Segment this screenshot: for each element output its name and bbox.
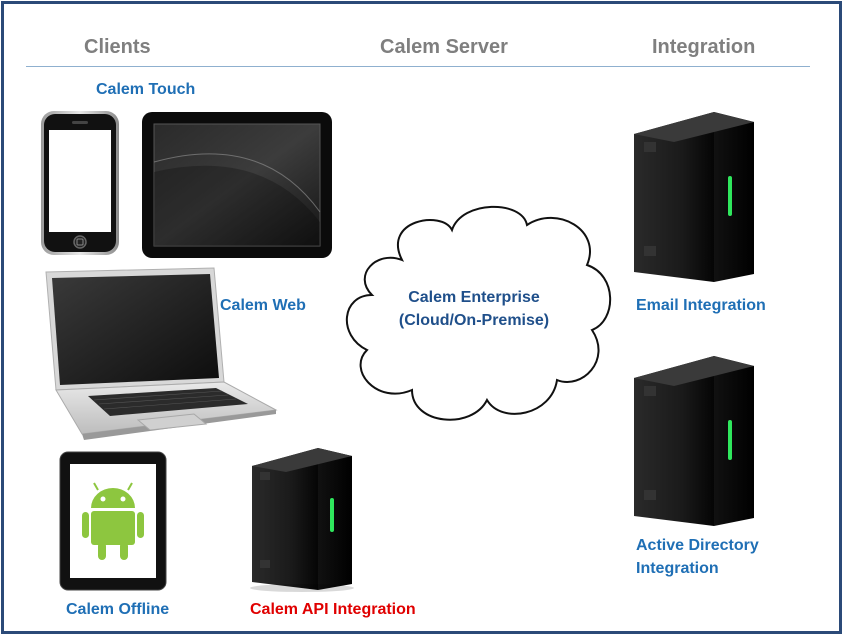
label-cloud-on-premise: (Cloud/On-Premise) (398, 312, 550, 329)
label-email-integration: Email Integration (636, 297, 766, 314)
header-clients: Clients (84, 36, 151, 58)
label-calem-api-integration: Calem API Integration (250, 601, 416, 618)
header-divider (26, 66, 810, 67)
tablet-icon (142, 112, 332, 258)
label-calem-enterprise: Calem Enterprise (408, 289, 540, 306)
cloud-icon (332, 190, 622, 440)
smartphone-icon (40, 110, 120, 256)
label-calem-offline: Calem Offline (66, 601, 170, 618)
server-tower-active-directory-icon (624, 350, 760, 528)
label-calem-web: Calem Web (220, 297, 306, 314)
label-calem-touch: Calem Touch (96, 81, 196, 98)
header-integration: Integration (652, 36, 756, 58)
server-tower-email-icon (624, 106, 760, 284)
label-active-directory: Active Directory (636, 537, 759, 554)
label-active-directory-integration: Integration (636, 560, 719, 577)
android-tablet-icon (58, 450, 168, 592)
laptop-icon (26, 264, 278, 442)
server-tower-api-icon (242, 442, 358, 592)
header-calem-server: Calem Server (380, 36, 508, 58)
